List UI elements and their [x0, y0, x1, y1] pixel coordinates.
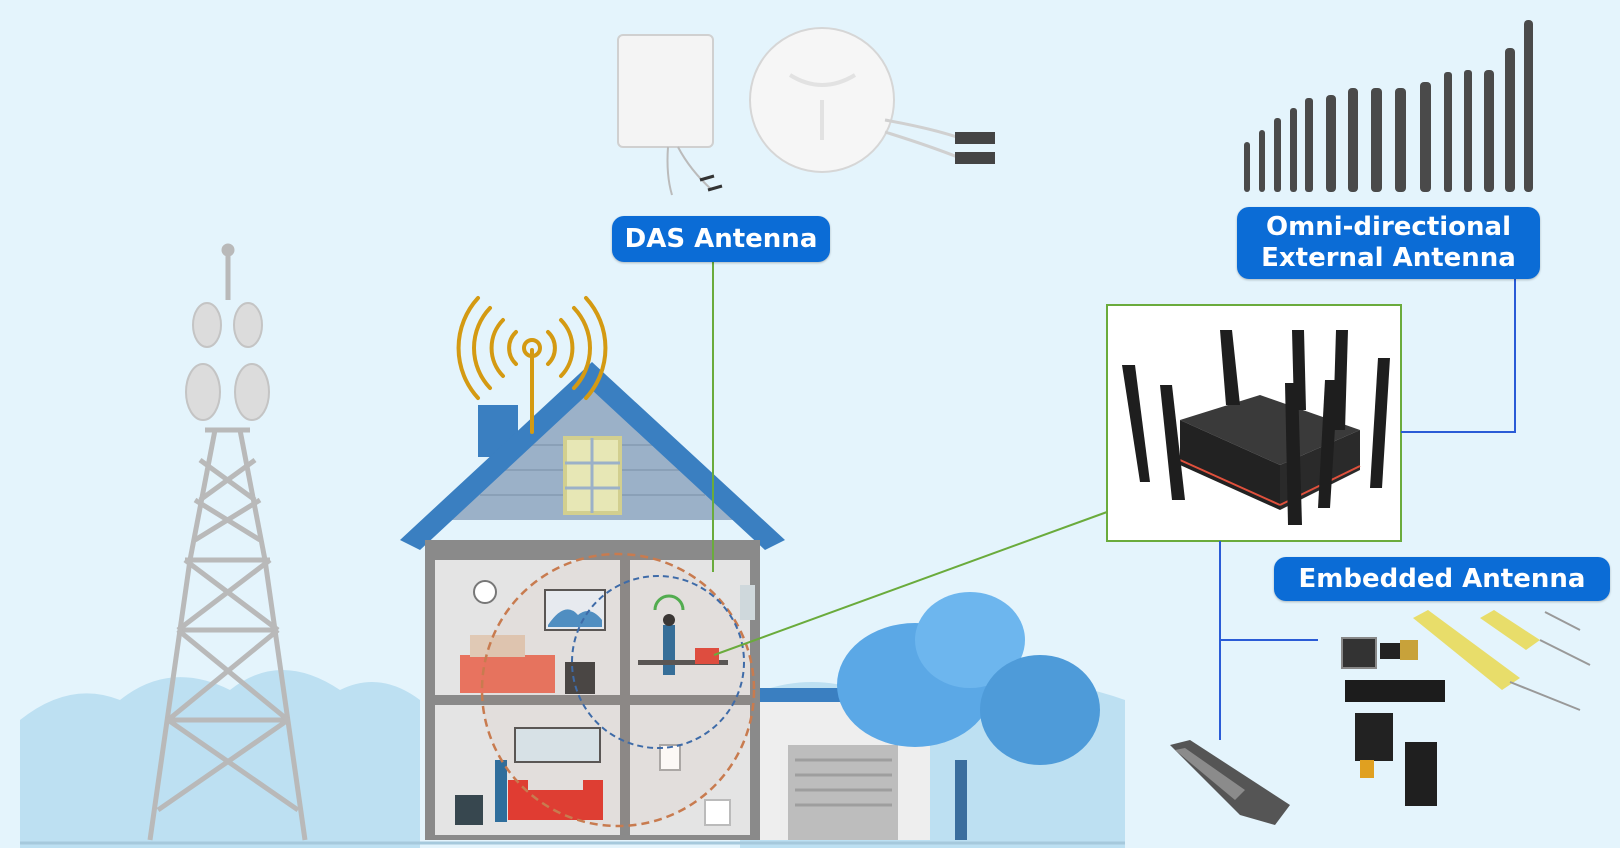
cell-tower-icon — [147, 243, 308, 841]
embedded-antenna-label: Embedded Antenna — [1274, 557, 1610, 601]
tree-icon — [837, 592, 1100, 840]
tower-dish-antennas — [185, 302, 270, 421]
das-panel-antenna-icon — [617, 34, 723, 196]
omni-directional-antenna-label: Omni-directional External Antenna — [1237, 207, 1540, 279]
coverage-circles — [480, 552, 756, 828]
omni-label-line-1: Omni-directional — [1266, 212, 1511, 242]
external-antenna-icon — [1244, 20, 1533, 192]
router-icon — [1106, 304, 1402, 542]
connector-lines — [712, 262, 1516, 740]
router-connector — [713, 511, 1108, 656]
house-icon — [400, 362, 1100, 840]
das-ceiling-antenna-icon — [749, 27, 995, 173]
omni-connector — [1401, 279, 1516, 433]
das-antenna-label: DAS Antenna — [612, 216, 830, 262]
embedded-antenna-icon — [1170, 610, 1591, 825]
omni-label-line-2: External Antenna — [1261, 243, 1516, 273]
wifi-signal-icon — [456, 296, 608, 434]
